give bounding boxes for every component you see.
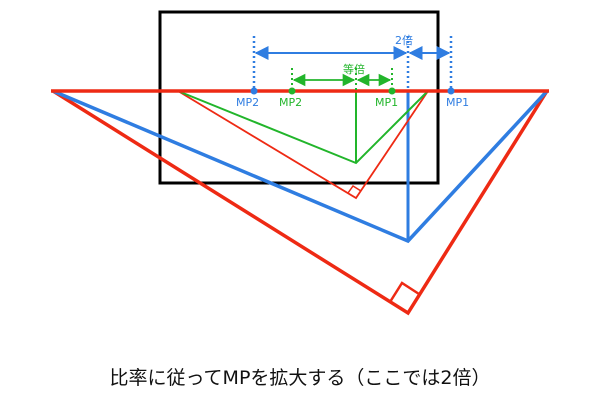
green-mp1-label: MP1 — [375, 96, 398, 109]
green-mp2-label: MP2 — [279, 96, 302, 109]
small-right-angle-marker — [347, 184, 362, 194]
blue-scaled-triangle — [52, 89, 549, 244]
viewport-frame — [158, 10, 440, 185]
blue-mp1-label: MP1 — [446, 96, 469, 109]
blue-mp2-label: MP2 — [236, 96, 259, 109]
blue-mp2-point — [250, 87, 258, 95]
large-right-angle-marker — [388, 281, 420, 303]
green-scale-label: 等倍 — [343, 62, 365, 76]
caption: 比率に従ってMPを拡大する（ここでは2倍） — [110, 367, 491, 389]
blue-mp1-point — [447, 87, 455, 95]
green-mp2-point — [288, 87, 296, 95]
blue-scale-label: 2倍 — [395, 33, 413, 47]
small-red-triangle — [177, 90, 429, 200]
large-red-triangle — [52, 89, 549, 316]
green-mp1-point — [388, 87, 396, 95]
